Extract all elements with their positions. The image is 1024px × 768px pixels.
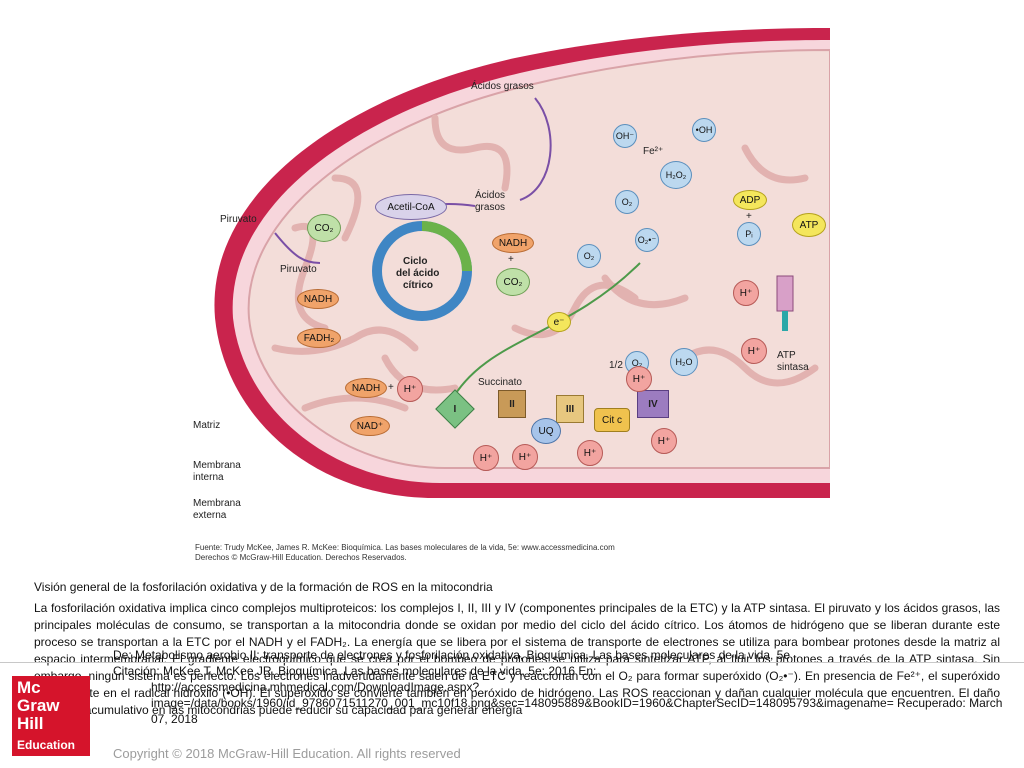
matrix-shape [247, 48, 830, 469]
complex-iii: III [556, 395, 584, 423]
citation-line-2: Citación: McKee T, McKee JR. Bioquímica.… [113, 664, 597, 678]
nadh-bottom-oval: NADH [345, 378, 387, 398]
label-membrana-interna-1: Membrana [193, 460, 241, 471]
h-plus-1: H⁺ [473, 445, 499, 471]
logo-graw: Graw [17, 696, 60, 715]
label-atp-sintasa-1: ATP [777, 350, 796, 361]
atp-synthase-shape [776, 275, 794, 312]
adp-oval: ADP [733, 190, 767, 210]
copyright-text: Copyright © 2018 McGraw-Hill Education. … [113, 746, 461, 761]
co2-left-oval: CO₂ [307, 214, 341, 242]
co2-right-oval: CO₂ [496, 268, 530, 296]
label-ciclo-3: cítrico [403, 280, 434, 291]
citation-line-1: De: Metabolismo aerobio II: transporte d… [113, 648, 791, 662]
atp-oval: ATP [792, 213, 826, 237]
logo-hill: Hill [17, 714, 44, 733]
source-line-1: Fuente: Trudy McKee, James R. McKee: Bio… [195, 543, 615, 552]
label-fe2: Fe²⁺ [643, 146, 664, 157]
h-plus-atp-bottom: H⁺ [741, 338, 767, 364]
figure-source: Fuente: Trudy McKee, James R. McKee: Bio… [195, 543, 615, 563]
h2o-circle: H₂O [670, 348, 698, 376]
h-plus-4: H⁺ [651, 428, 677, 454]
label-plus-adp: + [746, 211, 752, 222]
nad-plus-oval: NAD⁺ [350, 416, 390, 436]
oh-radical-circle: •OH [692, 118, 716, 142]
h2o2-circle: H₂O₂ [660, 161, 692, 189]
label-membrana-externa-2: externa [193, 510, 227, 521]
label-ciclo-2: del ácido [396, 268, 440, 279]
label-membrana-externa-1: Membrana [193, 498, 241, 509]
citation: De: Metabolismo aerobio II: transporte d… [113, 647, 1013, 727]
citation-link[interactable]: http://accessmedicina.mhmedical.com/Down… [151, 680, 1003, 726]
source-line-2: Derechos © McGraw-Hill Education. Derech… [195, 553, 407, 562]
footer-divider [0, 662, 1024, 663]
logo-mc: Mc [17, 678, 41, 697]
pi-circle: Pᵢ [737, 222, 761, 246]
nadh-right-oval: NADH [492, 233, 534, 253]
label-piruvato-1: Piruvato [220, 214, 257, 225]
o2-radical-circle: O₂•⁻ [635, 228, 659, 252]
label-succinato: Succinato [478, 377, 522, 388]
label-acidos-mid-1: Ácidos [475, 190, 506, 201]
uq-oval: UQ [531, 418, 561, 444]
nadh-left-oval: NADH [297, 289, 339, 309]
electron-path [449, 262, 641, 404]
oh-minus-circle: OH⁻ [613, 124, 637, 148]
label-half: 1/2 [609, 360, 623, 371]
complex-iv: IV [637, 390, 669, 418]
caption-title: Visión general de la fosforilación oxida… [34, 580, 493, 594]
atp-synthase-stalk [782, 311, 788, 331]
o2-b-circle: O₂ [577, 244, 601, 268]
h-plus-nadh: H⁺ [397, 376, 423, 402]
h-plus-3: H⁺ [577, 440, 603, 466]
label-membrana-interna-2: interna [193, 472, 224, 483]
label-ciclo-1: Ciclo [403, 256, 428, 267]
label-atp-sintasa-2: sintasa [777, 362, 809, 373]
cristae-folds [271, 114, 819, 412]
acetil-coa-oval: Acetil-CoA [375, 194, 447, 220]
citric-cycle-arc [421, 221, 472, 272]
h-plus-5: H⁺ [626, 366, 652, 392]
h-plus-2: H⁺ [512, 444, 538, 470]
electron-oval: e⁻ [547, 312, 571, 332]
mitochondria-figure: Ácidos grasos Acetil-CoA Ácidos grasos P… [185, 28, 830, 563]
label-plus-right: + [508, 254, 514, 265]
label-acidos-grasos-top: Ácidos grasos [471, 81, 534, 92]
o2-a-circle: O₂ [615, 190, 639, 214]
h-plus-atp-top: H⁺ [733, 280, 759, 306]
label-plus-bottom: + [388, 382, 394, 393]
fadh2-oval: FADH₂ [297, 328, 341, 348]
logo-education: Education [17, 738, 76, 752]
label-acidos-mid-2: grasos [475, 202, 506, 213]
label-piruvato-2: Piruvato [280, 264, 317, 275]
complex-ii: II [498, 390, 526, 418]
label-matriz: Matriz [193, 420, 221, 431]
mcgraw-hill-logo: Mc Graw Hill Education [12, 676, 90, 756]
cit-c-box: Cit c [594, 408, 630, 432]
